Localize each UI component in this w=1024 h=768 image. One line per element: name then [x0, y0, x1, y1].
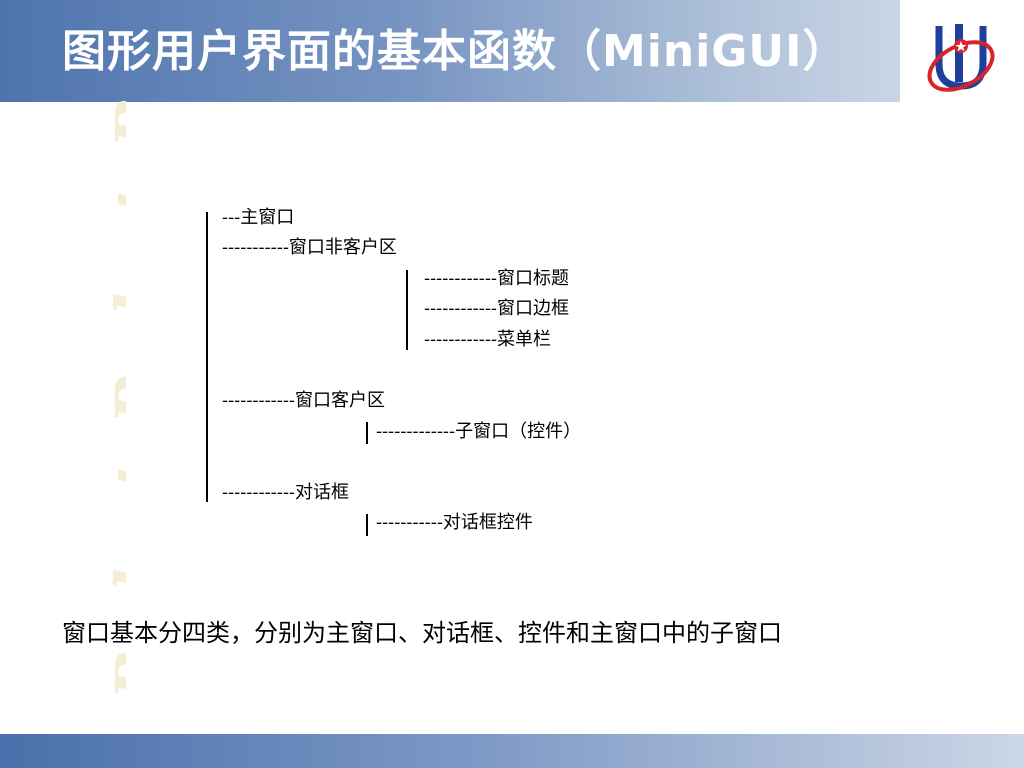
tree-main-bar	[206, 212, 208, 502]
tree-child-window: -------------子窗口（控件）	[376, 421, 582, 442]
tree-child-bar	[366, 422, 368, 444]
tree-window-title: ------------窗口标题	[424, 268, 569, 289]
tree-main-window: ---主窗口	[222, 207, 295, 228]
tree-client-area: ------------窗口客户区	[222, 390, 385, 411]
title-banner: 图形用户界面的基本函数（MiniGUI）	[0, 0, 900, 102]
tree-window-border: ------------窗口边框	[424, 298, 569, 319]
tree-nonclient-bar	[406, 270, 408, 350]
tree-dialog-control: -----------对话框控件	[376, 512, 533, 533]
tree-menu-bar: ------------菜单栏	[424, 329, 551, 350]
summary-caption: 窗口基本分四类，分别为主窗口、对话框、控件和主窗口中的子窗口	[62, 619, 782, 647]
tree-dialog: ------------对话框	[222, 482, 349, 503]
tree-dialog-control-bar	[366, 514, 368, 536]
tree-nonclient-area: -----------窗口非客户区	[222, 237, 397, 258]
slide-title: 图形用户界面的基本函数（MiniGUI）	[62, 26, 848, 77]
university-logo-icon	[927, 24, 995, 92]
footer-bar	[0, 734, 1024, 768]
